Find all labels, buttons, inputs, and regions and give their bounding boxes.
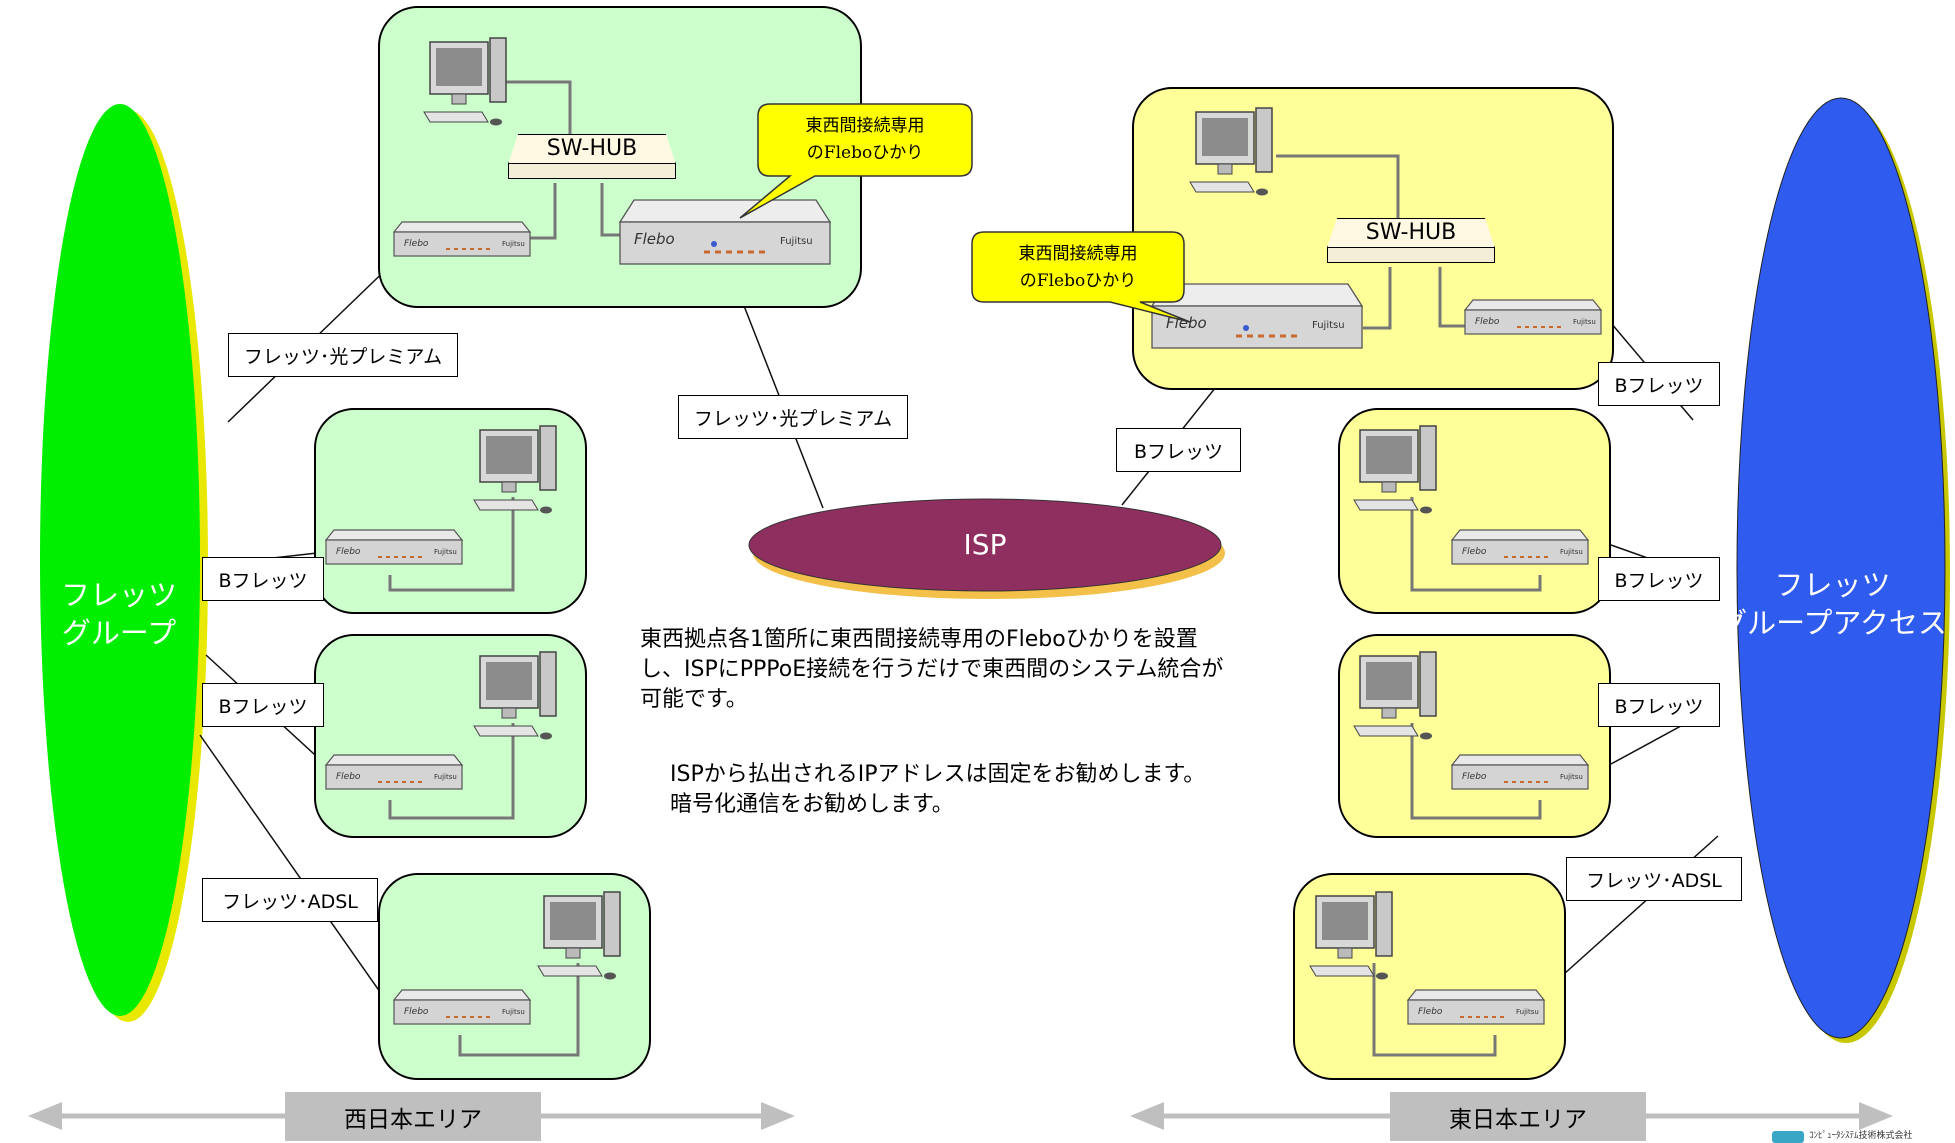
- pc-icon: [1309, 891, 1393, 981]
- line-west-adsl: [199, 734, 395, 1013]
- router-icon: [325, 529, 463, 565]
- hub-label: SW-HUB: [1365, 220, 1457, 245]
- east-group-ellipse: [1736, 97, 1946, 1039]
- company-name: ｺﾝﾋﾟｭｰﾀｼｽﾃﾑ技術株式会社: [1809, 1131, 1913, 1141]
- description: 東西拠点各1箇所に東西間接続専用のFleboひかりを設置 し、ISPにPPPoE…: [640, 625, 1223, 715]
- east-sw-hub: SW-HUB: [1327, 218, 1495, 264]
- notes: ISPから払出されるIPアドレスは固定をお勧めします。 暗号化通信をお勧めします…: [670, 760, 1205, 820]
- west-group-label: フレッツ グループ: [24, 576, 214, 652]
- wire-east-3: [1410, 723, 1542, 820]
- wire-west-2: [388, 497, 515, 592]
- wire-east-4: [1372, 963, 1497, 1057]
- link-label-west-b2: Bフレッツ: [202, 683, 324, 727]
- west-group-label-line1: フレッツ: [60, 578, 177, 612]
- company-logo-icon: [1772, 1131, 1804, 1143]
- router-icon: [1451, 529, 1589, 565]
- east-group-label-line1: フレッツ: [1774, 568, 1891, 602]
- link-label-east-b3: Bフレッツ: [1598, 683, 1720, 727]
- wire-east-2: [1410, 497, 1542, 592]
- wire-west-4: [458, 963, 580, 1057]
- router-icon: [393, 221, 531, 257]
- link-label-east-b2: Bフレッツ: [1598, 557, 1720, 601]
- east-group-label-line2: グループアクセス: [1718, 606, 1947, 640]
- isp-ellipse: [748, 498, 1222, 592]
- router-icon: [1464, 299, 1602, 335]
- link-label-west-b1: Bフレッツ: [202, 557, 324, 601]
- callout-line1: 東西間接続専用: [805, 116, 925, 136]
- wire-east-main-router-hub: [1438, 267, 1465, 328]
- pc-icon: [1189, 107, 1273, 197]
- east-group-label: フレッツ グループアクセス: [1710, 566, 1955, 642]
- router-icon: [1407, 989, 1545, 1025]
- east-area-label: 東日本エリア: [1390, 1092, 1646, 1141]
- wire-west-main-router-hub: [520, 183, 557, 240]
- callout-line2: のFleboひかり: [1019, 271, 1137, 291]
- pc-icon: [423, 37, 507, 127]
- wire-west-main-flebo-hub: [600, 183, 622, 237]
- description-line3: 可能です。: [640, 687, 748, 712]
- isp-label: ISP: [963, 528, 1007, 561]
- link-label-east-adsl: フレッツ･ADSL: [1566, 857, 1742, 901]
- flebo-router-icon: [618, 198, 832, 266]
- link-label-east-isp: Bフレッツ: [1116, 428, 1241, 472]
- link-label-east-b1: Bフレッツ: [1598, 362, 1720, 406]
- east-callout-bubble: [971, 231, 1191, 323]
- pc-icon: [537, 891, 621, 981]
- west-group-ellipse: [40, 104, 200, 1016]
- wire-west-main-pc-hub: [496, 80, 572, 138]
- note-fixed-ip: ISPから払出されるIPアドレスは固定をお勧めします。: [670, 762, 1206, 787]
- description-line2: し、ISPにPPPoE接続を行うだけで東西間のシステム統合が: [640, 657, 1224, 682]
- wire-west-3: [388, 723, 515, 820]
- router-icon: [1451, 754, 1589, 790]
- callout-line2: のFleboひかり: [806, 143, 924, 163]
- east-callout: 東西間接続専用 のFleboひかり: [972, 241, 1184, 295]
- hub-label: SW-HUB: [546, 136, 638, 161]
- west-callout: 東西間接続専用 のFleboひかり: [758, 113, 972, 167]
- pc-icon: [473, 651, 557, 741]
- note-encryption: 暗号化通信をお勧めします。: [670, 792, 954, 817]
- west-callout-bubble: [739, 103, 973, 219]
- router-icon: [393, 989, 531, 1025]
- description-line1: 東西拠点各1箇所に東西間接続専用のFleboひかりを設置: [640, 627, 1198, 652]
- line-center-premium: [729, 269, 824, 509]
- west-sw-hub: SW-HUB: [508, 134, 676, 180]
- link-label-center-premium: フレッツ･光プレミアム: [678, 395, 908, 439]
- link-label-west-premium: フレッツ･光プレミアム: [228, 333, 458, 377]
- wire-east-main-pc-hub: [1276, 154, 1400, 222]
- wire-east-main-flebo-hub: [1363, 267, 1392, 330]
- west-area-label: 西日本エリア: [285, 1092, 541, 1141]
- west-group-label-line2: グループ: [61, 616, 177, 650]
- link-label-west-adsl: フレッツ･ADSL: [202, 878, 378, 922]
- pc-icon: [473, 425, 557, 515]
- pc-icon: [1353, 425, 1437, 515]
- router-icon: [325, 754, 463, 790]
- pc-icon: [1353, 651, 1437, 741]
- callout-line1: 東西間接続専用: [1018, 244, 1138, 264]
